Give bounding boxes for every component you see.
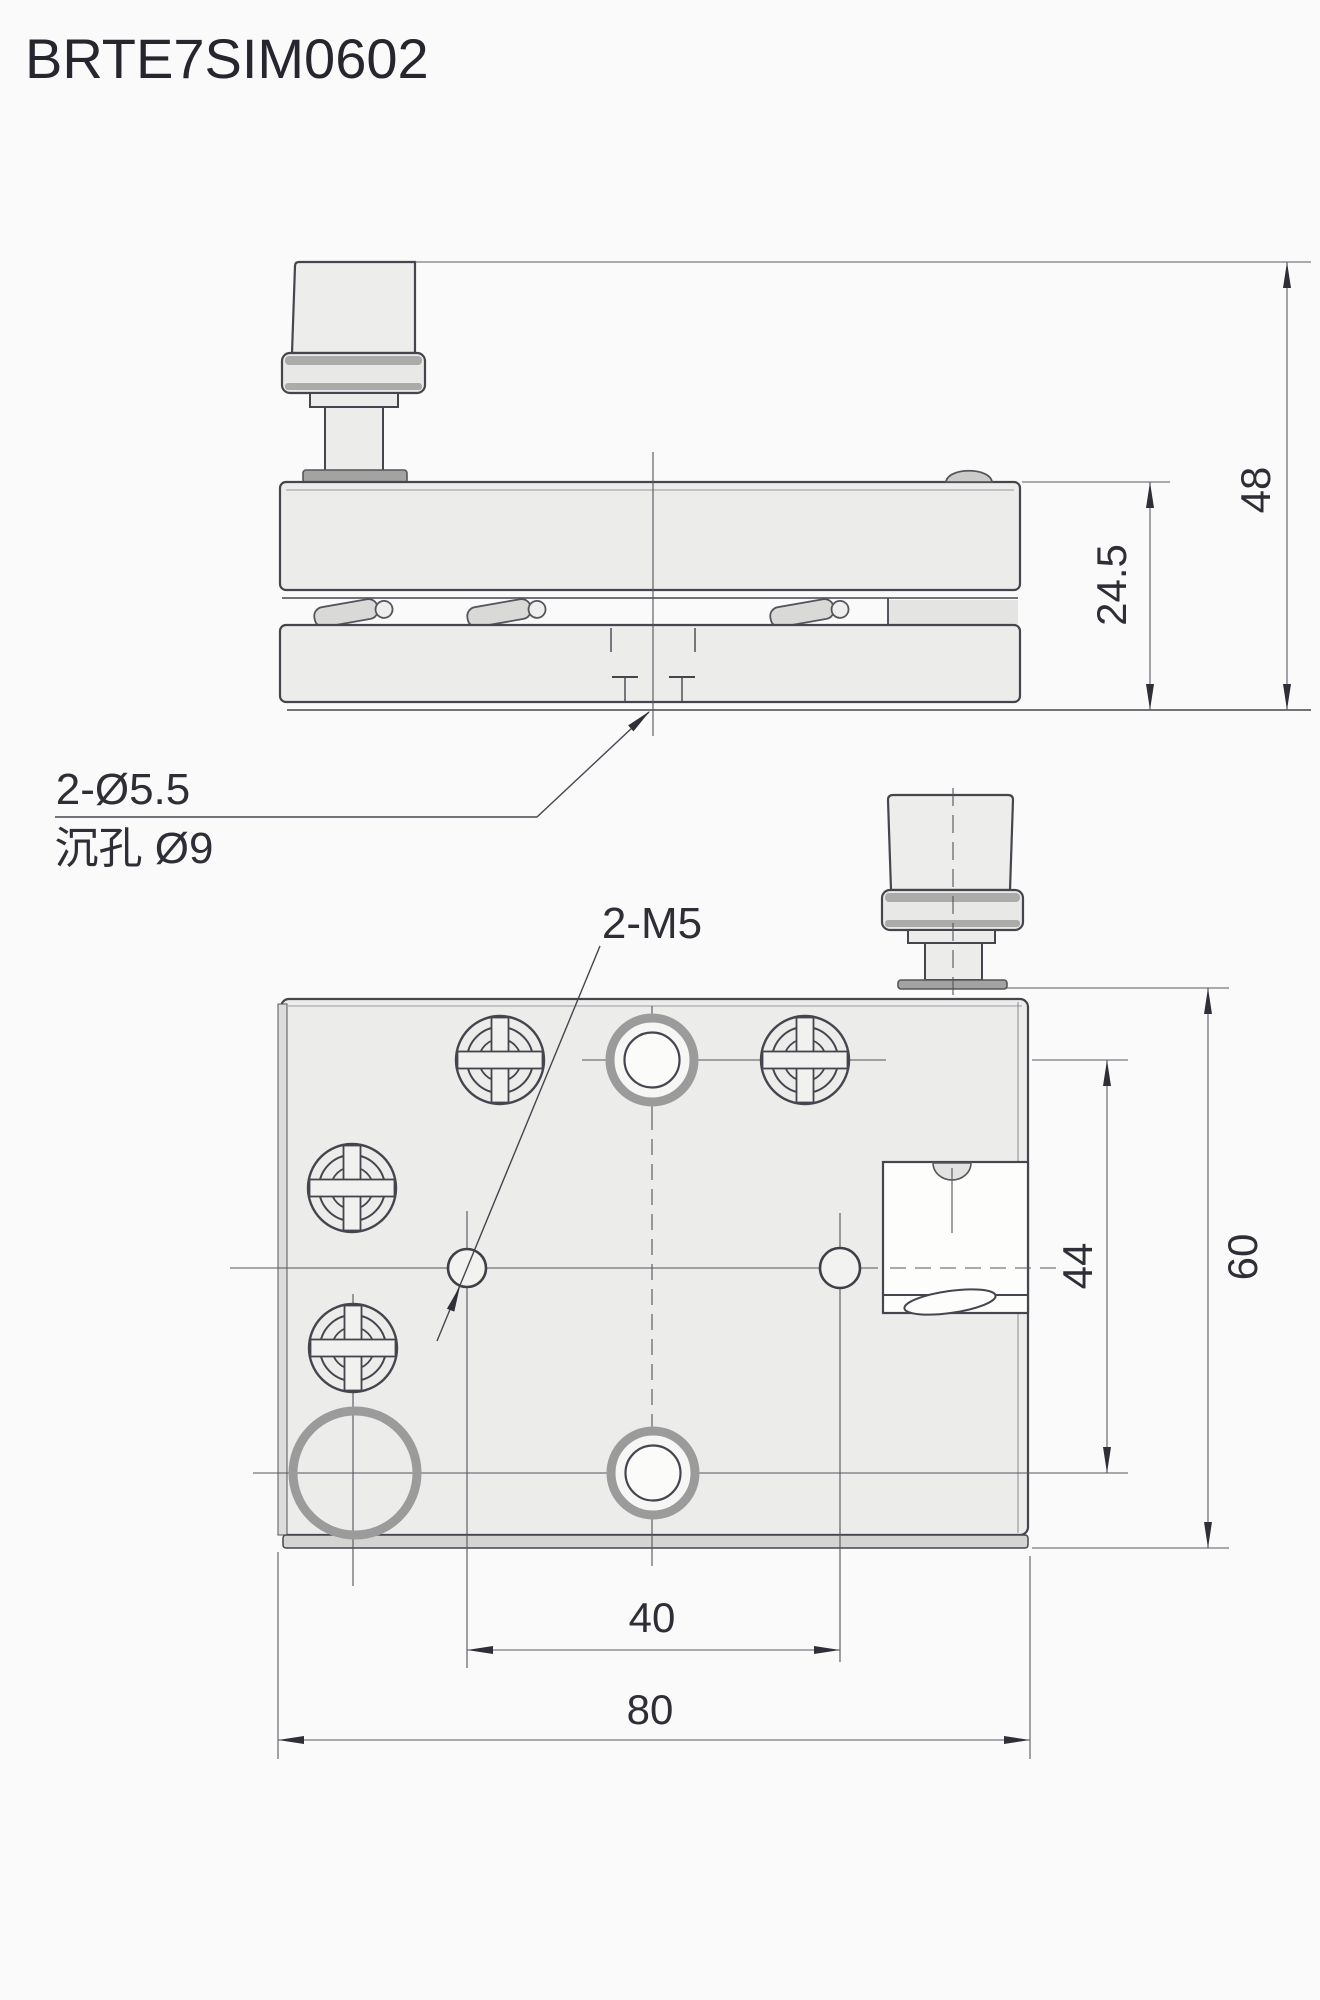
dimension-80	[277, 1552, 1031, 1759]
screw-hole	[306, 1142, 398, 1234]
dim-label-40: 40	[628, 1594, 676, 1641]
clamp-cutout	[881, 1160, 1030, 1316]
m5-callout-leader	[436, 945, 601, 1342]
dim-label-48: 48	[1232, 466, 1279, 514]
screw-hole	[307, 1302, 399, 1394]
side-view-top-plate	[278, 480, 1022, 599]
side-view	[55, 260, 1311, 818]
dimension-44	[1032, 1059, 1128, 1473]
counterbore-callout-line1: 2-Ø5.5	[55, 765, 191, 814]
counterbore-hole	[611, 1431, 695, 1515]
dimension-48	[415, 261, 1311, 710]
m5-callout: 2-M5	[601, 899, 703, 948]
dimension-40	[467, 1646, 840, 1654]
plan-view-plate	[277, 997, 1030, 1549]
counterbore-callout-line2: 沉孔 Ø9	[54, 824, 214, 873]
counterbore-callout-leader	[55, 711, 650, 818]
screw-hole	[759, 1014, 851, 1106]
plan-view	[230, 788, 1229, 1759]
dim-label-24-5: 24.5	[1088, 544, 1135, 626]
screw-hole	[454, 1014, 546, 1106]
drawing-title: BRTE7SIM0602	[25, 27, 429, 90]
m5-tapped-hole	[818, 1246, 862, 1290]
side-view-rollers	[311, 594, 1018, 631]
dimension-24-5	[1022, 481, 1170, 710]
dim-label-80: 80	[626, 1686, 674, 1733]
dimension-60	[1007, 987, 1229, 1549]
dim-label-44: 44	[1054, 1242, 1101, 1290]
side-view-bottom-plate	[278, 623, 1311, 711]
counterbore-hole	[610, 1018, 694, 1102]
side-view-knob	[280, 260, 427, 484]
plan-view-knob	[880, 788, 1025, 1158]
large-bore-hole	[288, 1406, 422, 1540]
dome-screw-head	[944, 469, 994, 483]
dim-label-60: 60	[1219, 1233, 1266, 1281]
